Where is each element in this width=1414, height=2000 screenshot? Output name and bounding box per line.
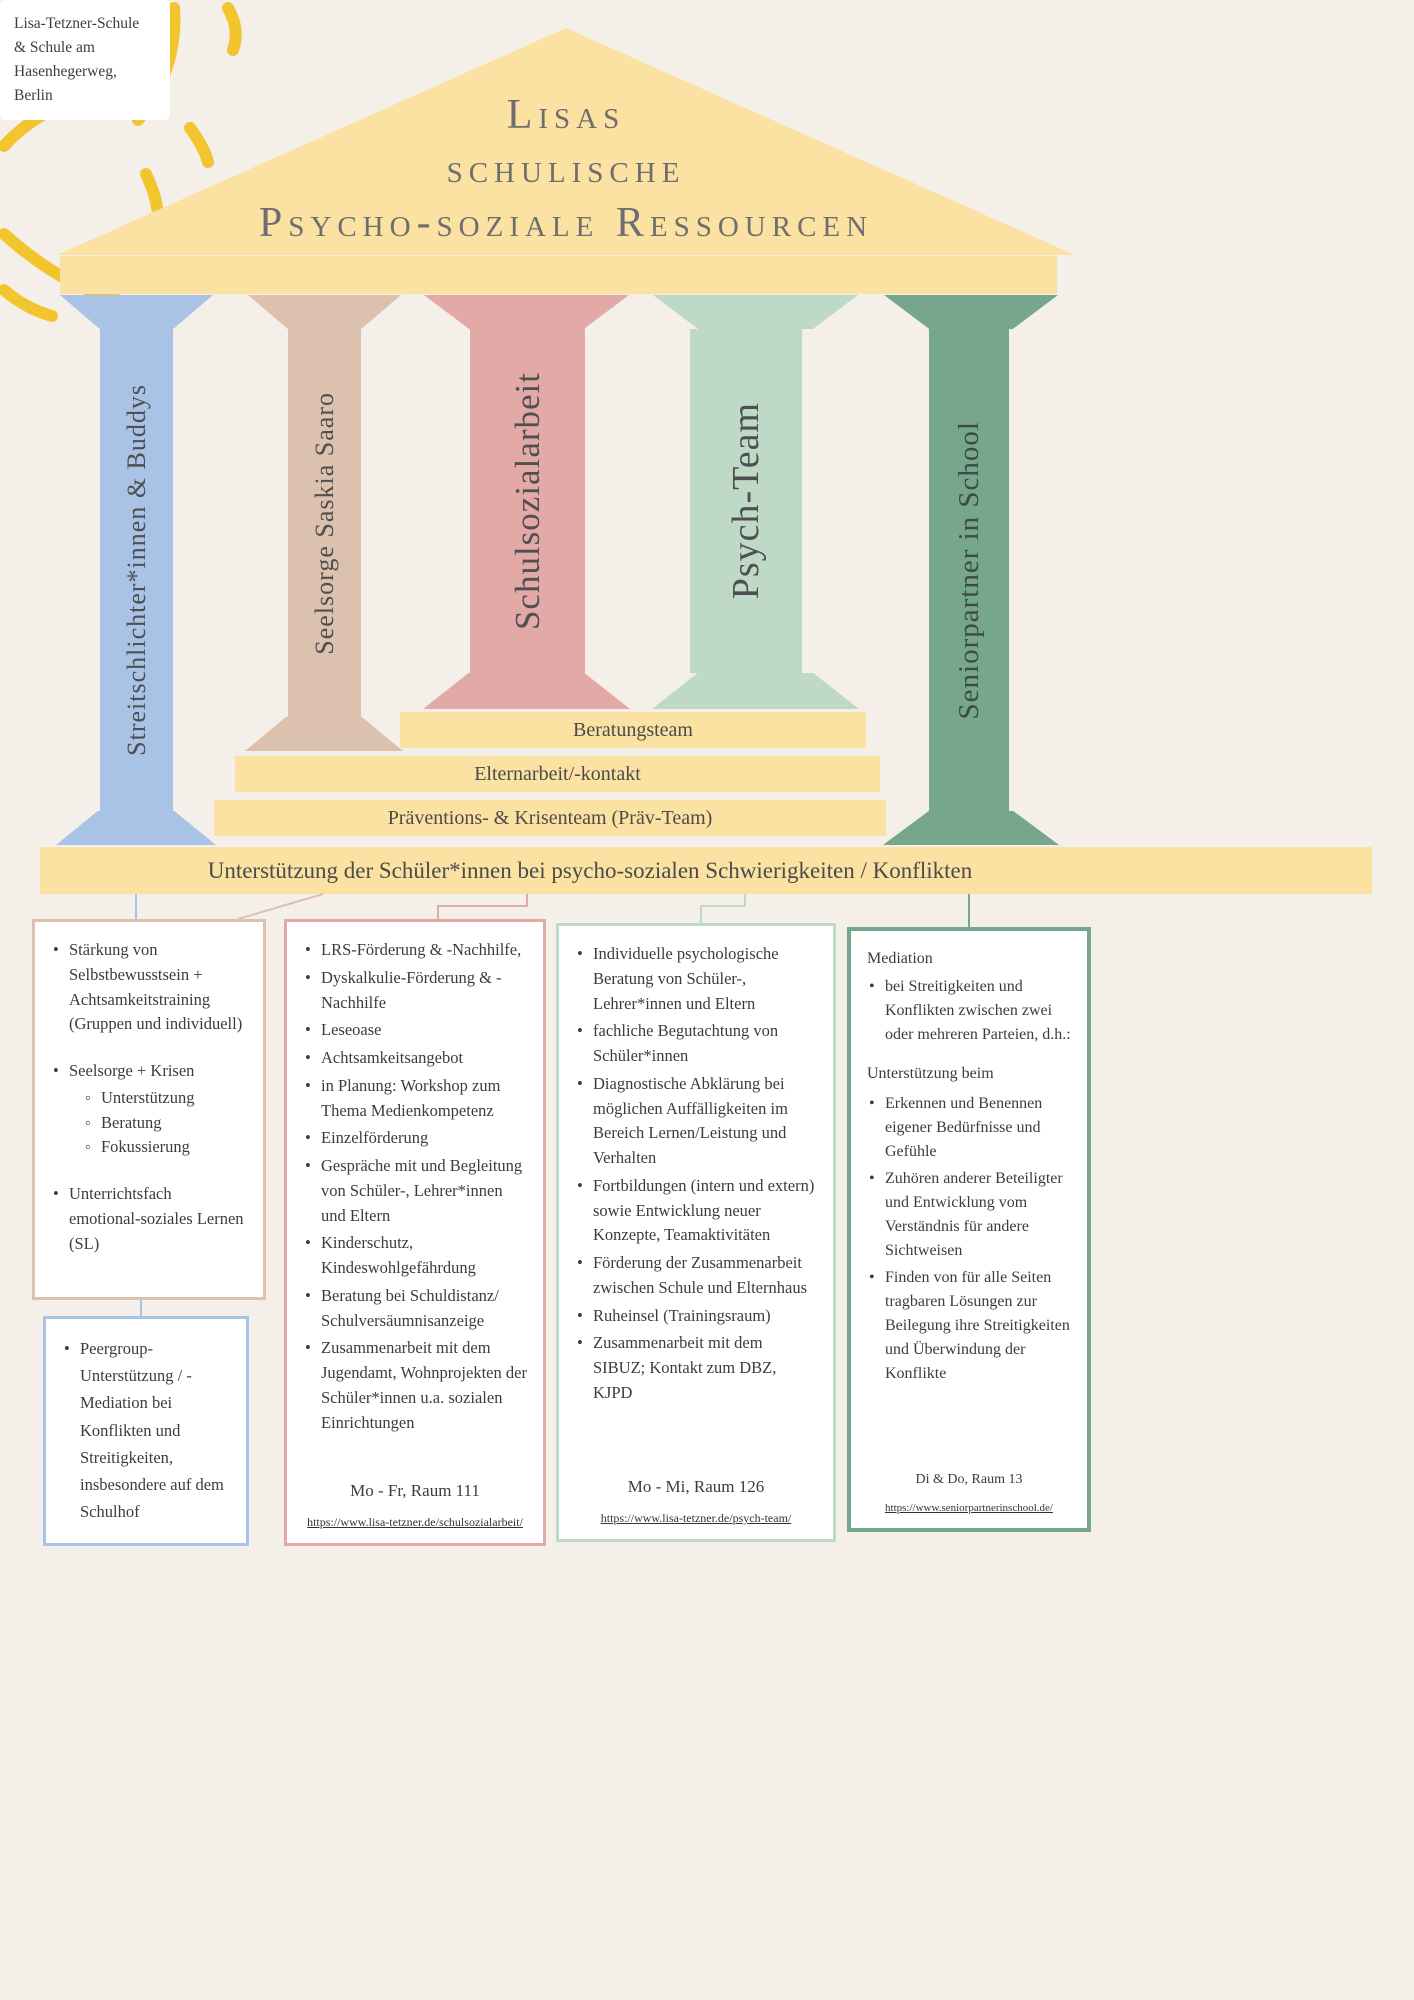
schulsozialarbeit-link[interactable]: https://www.lisa-tetzner.de/schulsoziala… (307, 1515, 523, 1529)
seniorpartner-list: Erkennen und Benennen eigener Bedürfniss… (867, 1092, 1071, 1389)
schulsozialarbeit-box: LRS-Förderung & -Nachhilfe, Dyskalkulie-F… (284, 919, 546, 1546)
list-item: Stärkung von Selbstbewusstsein + Achtsam… (51, 938, 247, 1037)
list-item: Fortbildungen (intern und extern) sowie … (575, 1174, 817, 1248)
sub-list-item: Beratung (85, 1111, 247, 1136)
list-item: Beratung bei Schuldistanz/ Schulversäumn… (303, 1284, 527, 1334)
list-item: Zuhören anderer Beteiligter und Entwickl… (867, 1167, 1071, 1263)
list-item: fachliche Begutachtung von Schüler*innen (575, 1019, 817, 1069)
psych-team-box: Individuelle psychologische Beratung von… (556, 923, 836, 1542)
pillar-schulsozialarbeit-capital (424, 295, 629, 329)
pillar-seelsorge: Seelsorge Saskia Saaro (288, 329, 361, 717)
list-item: Kinderschutz, Kindeswohlgefährdung (303, 1231, 527, 1281)
list-item: Zusammenarbeit mit dem SIBUZ; Kontakt zu… (575, 1331, 817, 1405)
beratungsteam-bar: Beratungsteam (400, 712, 866, 748)
list-item: Leseoase (303, 1018, 527, 1043)
pillar-schulsozialarbeit: Schulsozialarbeit (470, 329, 585, 673)
sub-list-item: Fokussierung (85, 1135, 247, 1160)
school-badge: Lisa-Tetzner-Schule & Schule am Hasenheg… (0, 0, 170, 121)
list-item: Förderung der Zusammenarbeit zwischen Sc… (575, 1251, 817, 1301)
title-line-1: Lisas (506, 92, 626, 138)
sub-list-item: Unterstützung (85, 1086, 247, 1111)
pillar-seniorpartner-label: Seniorpartner in School (952, 420, 985, 720)
list-item: Individuelle psychologische Beratung von… (575, 942, 817, 1016)
schulsozialarbeit-schedule: Mo - Fr, Raum 111 (350, 1480, 480, 1500)
page-title: Lisas schulische Psycho-soziale Ressourc… (57, 88, 1075, 250)
psych-team-link[interactable]: https://www.lisa-tetzner.de/psych-team/ (600, 1511, 792, 1525)
elternarbeit-bar: Elternarbeit/-kontakt (235, 756, 880, 792)
list-item: in Planung: Workshop zum Thema Medienkom… (303, 1074, 527, 1124)
pillar-psychteam-base (652, 673, 859, 709)
beratungsteam-label: Beratungsteam (573, 718, 693, 741)
title-line-3: Psycho-soziale Ressourcen (258, 200, 874, 246)
unterstuetzung-label: Unterstützung der Schüler*innen bei psyc… (207, 857, 973, 883)
psych-team-list: Individuelle psychologische Beratung von… (575, 942, 817, 1409)
pillar-streitschlichter-base (56, 811, 216, 845)
list-item: Einzelförderung (303, 1126, 527, 1151)
seniorpartner-link[interactable]: https://www.seniorpartnerinschool.de/ (885, 1501, 1053, 1514)
mediation-heading: Mediation (867, 950, 933, 967)
architrave-bar (60, 256, 1057, 294)
unterstuetzung-bar: Unterstützung der Schüler*innen bei psyc… (40, 847, 1372, 894)
peergroup-box: Peergroup-Unterstützung / -Mediation bei… (43, 1316, 249, 1546)
list-item: Diagnostische Abklärung bei möglichen Au… (575, 1072, 817, 1171)
praeventionsteam-label: Präventions- & Krisenteam (Präv-Team) (387, 806, 713, 829)
list-item: Ruheinsel (Trainingsraum) (575, 1304, 817, 1329)
peergroup-list: Peergroup-Unterstützung / -Mediation bei… (62, 1335, 230, 1529)
mediation-intro-list: bei Streitigkeiten und Konflikten zwisch… (867, 975, 1071, 1050)
unterstuetzung-beim-heading: Unterstützung beim (867, 1065, 994, 1082)
list-item: Peergroup-Unterstützung / -Mediation bei… (62, 1335, 230, 1526)
seniorpartner-box: Mediation bei Streitigkeiten und Konflik… (847, 927, 1091, 1532)
list-item: LRS-Förderung & -Nachhilfe, (303, 938, 527, 963)
pillar-seelsorge-label: Seelsorge Saskia Saaro (309, 391, 339, 655)
list-item: Unterrichtsfach emotional-soziales Lerne… (51, 1182, 247, 1256)
elternarbeit-label: Elternarbeit/-kontakt (474, 762, 641, 785)
pillar-schulsozialarbeit-label: Schulsozialarbeit (507, 371, 547, 631)
list-item: Erkennen und Benennen eigener Bedürfniss… (867, 1092, 1071, 1164)
praeventionsteam-bar: Präventions- & Krisenteam (Präv-Team) (214, 800, 886, 836)
list-item: Achtsamkeitsangebot (303, 1046, 527, 1071)
schulsozialarbeit-list: LRS-Förderung & -Nachhilfe, Dyskalkulie-F… (303, 938, 527, 1438)
list-item: bei Streitigkeiten und Konflikten zwisch… (867, 975, 1071, 1047)
seniorpartner-schedule: Di & Do, Raum 13 (915, 1471, 1023, 1487)
pillar-seniorpartner-base (883, 811, 1059, 845)
pillar-seelsorge-base (245, 717, 403, 751)
buddys-box: Stärkung von Selbstbewusstsein + Achtsam… (32, 919, 266, 1300)
buddys-list: Stärkung von Selbstbewusstsein + Achtsam… (51, 938, 247, 1256)
list-item: Zusammenarbeit mit dem Jugendamt, Wohnpr… (303, 1336, 527, 1435)
list-item: Finden von für alle Seiten tragbaren Lös… (867, 1266, 1071, 1386)
psych-team-schedule: Mo - Mi, Raum 126 (627, 1476, 765, 1496)
title-line-2: schulische (446, 146, 686, 192)
pillar-streitschlichter-label: Streitschlichter*innen & Buddys (121, 384, 151, 756)
list-item: Gespräche mit und Begleitung von Schüler… (303, 1154, 527, 1228)
sub-list: UnterstützungBeratungFokussierung (85, 1086, 247, 1160)
pillar-seniorpartner-capital (884, 295, 1058, 329)
pillar-streitschlichter: Streitschlichter*innen & Buddys (100, 329, 173, 811)
pillar-psychteam-capital (653, 295, 858, 329)
list-item: Seelsorge + KrisenUnterstützungBeratungF… (51, 1059, 247, 1160)
pillar-seniorpartner: Seniorpartner in School (929, 329, 1009, 811)
list-item: Dyskalkulie-Förderung & -Nachhilfe (303, 966, 527, 1016)
pillar-schulsozialarbeit-base (423, 673, 630, 709)
pillar-psychteam: Psych-Team (690, 329, 802, 673)
pillar-psychteam-label: Psych-Team (725, 402, 767, 600)
